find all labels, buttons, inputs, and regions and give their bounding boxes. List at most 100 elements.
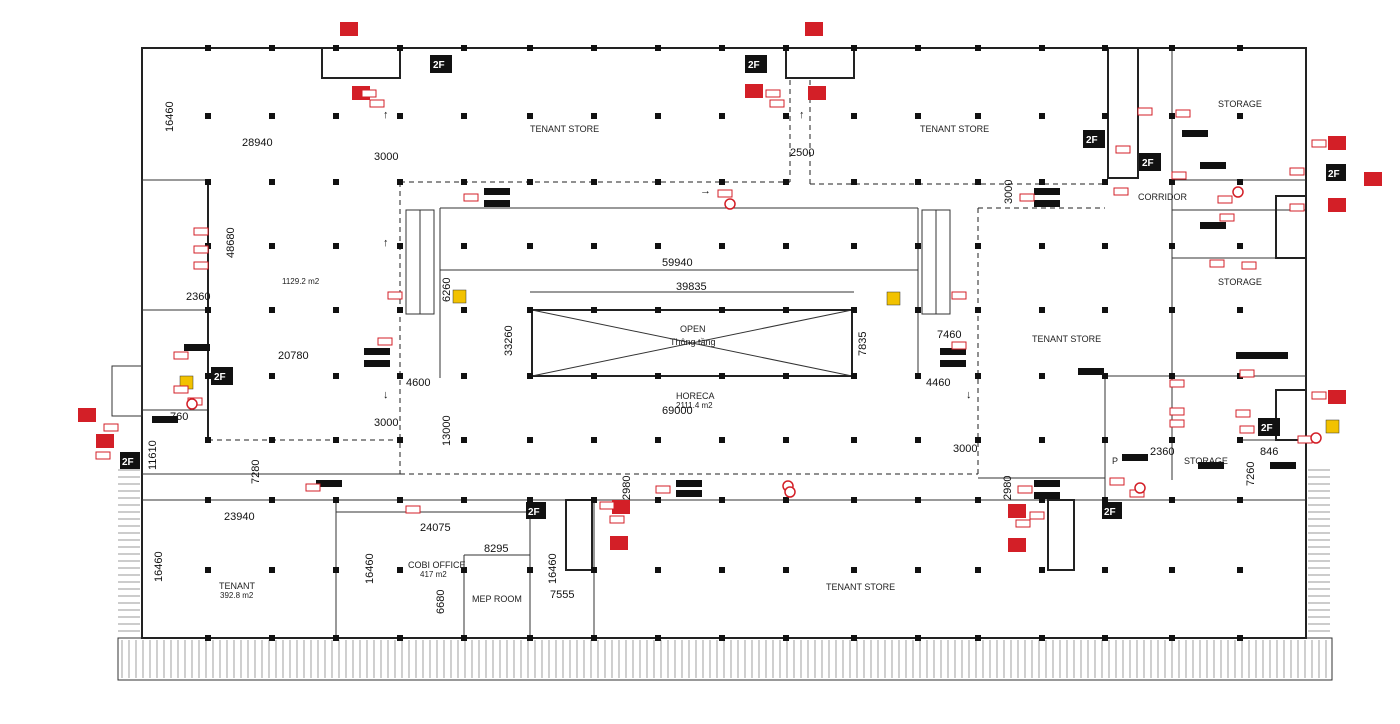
signage-panel-icon	[484, 188, 510, 195]
equipment-tag-icon	[1209, 259, 1225, 268]
equipment-tag-icon	[173, 385, 189, 394]
column	[461, 635, 467, 641]
column	[975, 307, 981, 313]
equipment-tag-icon	[1019, 193, 1035, 202]
column	[1039, 45, 1045, 51]
signage-panel-icon	[484, 200, 510, 207]
column	[333, 243, 339, 249]
room-corridor: CORRIDOR	[1138, 192, 1187, 202]
svg-text:2F: 2F	[1261, 423, 1273, 434]
dimension-label: 3000	[1003, 180, 1015, 204]
room-tenant-store: TENANT STORE	[1032, 334, 1101, 344]
dimension-label: 16460	[153, 551, 165, 582]
dimension-label: 4600	[406, 377, 430, 389]
equipment-tag-icon	[193, 227, 209, 236]
arrow-right-icon: →	[700, 185, 711, 197]
column	[1102, 567, 1108, 573]
column	[591, 45, 597, 51]
column	[851, 243, 857, 249]
column	[1039, 635, 1045, 641]
column	[1169, 307, 1175, 313]
column	[655, 243, 661, 249]
svg-text:2F: 2F	[1104, 507, 1116, 518]
column	[591, 307, 597, 313]
structural-columns	[205, 45, 1243, 641]
floor-marker: 2F	[1258, 418, 1280, 436]
column	[333, 567, 339, 573]
signage-panel-icon	[1078, 368, 1104, 375]
column	[461, 113, 467, 119]
column	[333, 635, 339, 641]
column	[655, 307, 661, 313]
column	[719, 567, 725, 573]
column	[527, 307, 533, 313]
equipment-tag-icon	[609, 515, 625, 524]
equipment-tag-icon	[717, 189, 733, 198]
column	[1169, 113, 1175, 119]
building-outline	[141, 47, 1307, 639]
column	[655, 373, 661, 379]
safety-signs	[78, 22, 1382, 552]
column	[783, 567, 789, 573]
dimension-label: 7835	[857, 332, 869, 356]
room-tenant-store: TENANT STORE	[920, 124, 989, 134]
column	[1039, 437, 1045, 443]
column	[975, 113, 981, 119]
column	[461, 45, 467, 51]
column	[1039, 243, 1045, 249]
column	[333, 307, 339, 313]
column	[269, 437, 275, 443]
equipment-tag-icon	[1311, 139, 1327, 148]
equipment-tag-icon	[103, 423, 119, 432]
dimension-label: 6260	[441, 278, 453, 302]
dimension-label: 28940	[242, 137, 273, 149]
column	[397, 307, 403, 313]
stair-core-right	[1275, 195, 1307, 259]
arrow-down-icon: ↓	[966, 389, 972, 401]
dimension-label: 4460	[926, 377, 950, 389]
column	[851, 437, 857, 443]
column	[1169, 437, 1175, 443]
dimension-label: 23940	[224, 511, 255, 523]
column	[1169, 567, 1175, 573]
column	[975, 45, 981, 51]
room-mep: MEP ROOM	[472, 594, 522, 604]
column	[397, 567, 403, 573]
column	[397, 373, 403, 379]
column	[1039, 113, 1045, 119]
column	[975, 567, 981, 573]
column	[783, 373, 789, 379]
column	[1102, 179, 1108, 185]
no-entry-icon	[724, 198, 736, 210]
fire-exit-sign-icon	[1008, 538, 1026, 552]
stair-core-top-left	[321, 47, 401, 79]
svg-text:2F: 2F	[1086, 135, 1098, 146]
svg-text:2F: 2F	[528, 507, 540, 518]
equipment-tag-icon	[1017, 485, 1033, 494]
column	[591, 567, 597, 573]
column	[461, 179, 467, 185]
equipment-tag-icon	[1289, 203, 1305, 212]
equipment-tag-icon	[1241, 261, 1257, 270]
signage-panel-icon	[1200, 162, 1226, 169]
column	[915, 307, 921, 313]
column	[591, 635, 597, 641]
column	[783, 179, 789, 185]
column	[461, 567, 467, 573]
room-tenant-store: TENANT STORE	[530, 124, 599, 134]
column	[1237, 45, 1243, 51]
column	[1102, 497, 1108, 503]
equipment-tag-icon	[769, 99, 785, 108]
column	[975, 497, 981, 503]
fire-exit-sign-icon	[78, 408, 96, 422]
room-storage: STORAGE	[1218, 99, 1262, 109]
column	[591, 113, 597, 119]
equipment-tag-icon	[1217, 195, 1233, 204]
fire-exit-sign-icon	[1328, 198, 1346, 212]
dimension-label: 39835	[676, 281, 707, 293]
column	[1237, 113, 1243, 119]
arrow-down-icon: ↓	[383, 389, 389, 401]
column	[655, 635, 661, 641]
dimension-label: 8295	[484, 543, 508, 555]
dimension-label: 2360	[1150, 446, 1174, 458]
